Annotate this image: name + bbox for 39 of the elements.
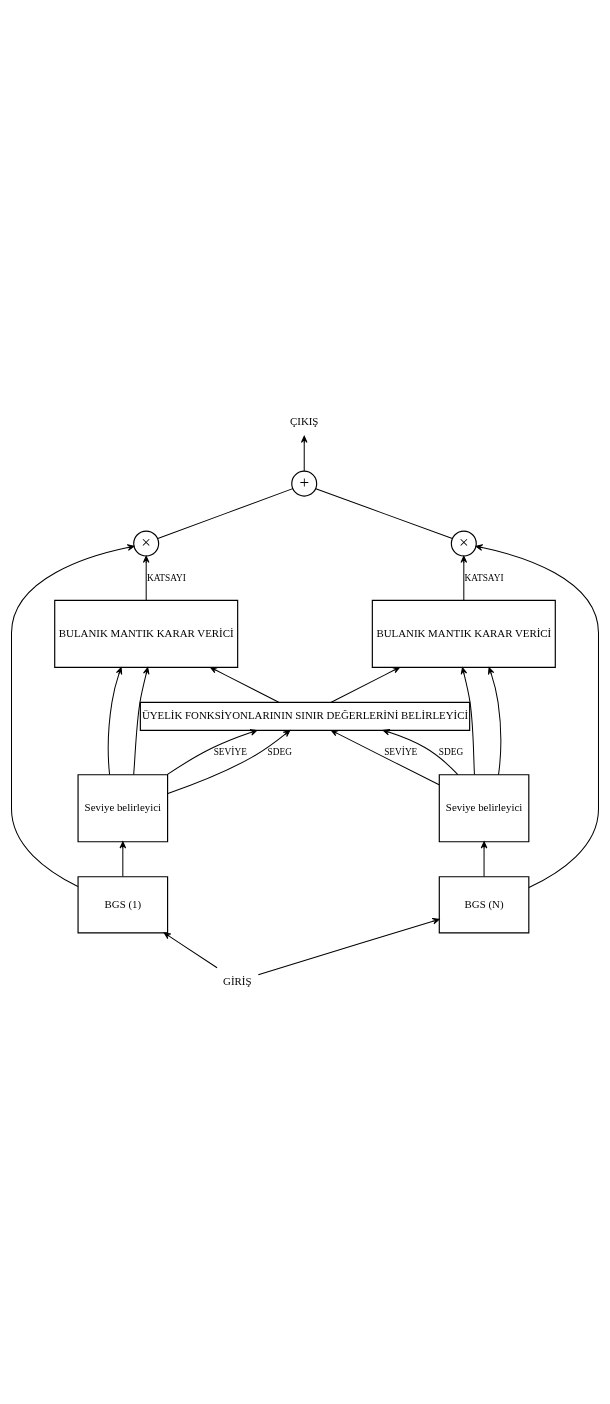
arrow [460, 667, 475, 776]
node-box: BGS (1) [77, 876, 169, 934]
arrow [210, 666, 280, 703]
edge-label: KATSAYI [146, 572, 186, 583]
node-box: BULANIK MANTIK KARAR VERİCİ [54, 599, 239, 668]
edge-label: KATSAYI [464, 572, 504, 583]
edge-label: SDEG [438, 747, 464, 758]
arrow [300, 435, 308, 472]
arrow [166, 729, 258, 776]
node-box: ÜYELİK FONKSİYONLARININ SINIR DEĞERLERİNİ BELİRLEYİCİ [139, 701, 471, 731]
arrow [11, 544, 135, 888]
node-circle: × [133, 530, 160, 557]
node-circle: + [291, 470, 318, 497]
arrow [119, 841, 127, 878]
arrow [460, 555, 468, 601]
node-text: ÇIKIŞ [290, 415, 319, 428]
connector [315, 488, 453, 540]
arrow [475, 544, 599, 889]
connector [157, 488, 294, 539]
arrow [107, 667, 123, 776]
arrow [488, 667, 502, 776]
edge-label: SEVİYE [384, 747, 418, 758]
arrow [382, 729, 459, 776]
edge-label: SDEG [267, 747, 292, 758]
arrow [163, 932, 218, 969]
node-text: GİRİŞ [223, 974, 252, 987]
node-box: BULANIK MANTIK KARAR VERİCİ [371, 599, 556, 668]
arrow [330, 666, 400, 703]
arrow [142, 555, 150, 601]
arrow [167, 729, 291, 794]
node-circle: × [450, 530, 477, 557]
node-box: Seviye belirleyici [77, 774, 169, 843]
arrow [480, 841, 488, 878]
arrow [257, 917, 440, 976]
arrow [330, 729, 440, 786]
node-box: Seviye belirleyici [438, 774, 530, 843]
arrow [133, 667, 150, 776]
edge-label: SEVİYE [213, 747, 247, 758]
node-box: BGS (N) [438, 876, 530, 934]
